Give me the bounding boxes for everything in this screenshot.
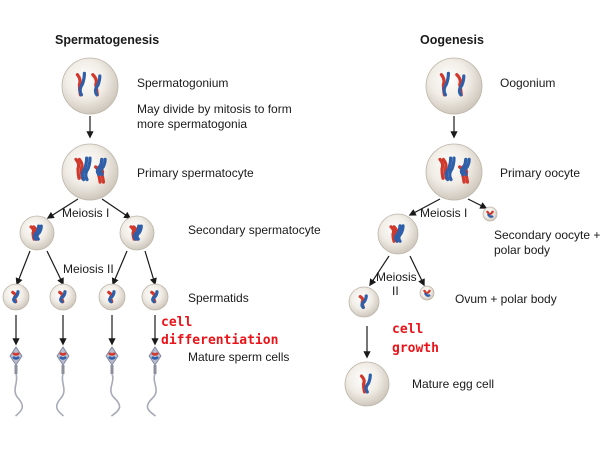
primary-oocyte-label: Primary oocyte	[500, 166, 581, 180]
ovum-cell	[348, 286, 380, 318]
spermatogenesis-title: Spermatogenesis	[55, 33, 160, 47]
arrow-oo-meiosis2-right	[409, 255, 425, 287]
arrow-meiosis1-right	[101, 198, 132, 219]
mature-sperm-1	[9, 346, 24, 417]
spermatid-1	[2, 283, 30, 311]
mitosis-note-line2: more spermatogonia	[137, 117, 248, 131]
secondary-oocyte-line2: polar body	[494, 243, 551, 257]
arrow-oo-meiosis1-right	[467, 198, 488, 209]
primary-oocyte-cell	[425, 143, 483, 201]
mitosis-note-line1: May divide by mitosis to form	[137, 102, 292, 116]
sperm-group	[9, 346, 162, 417]
oogonium-cell	[425, 57, 483, 115]
mature-egg-label: Mature egg cell	[412, 377, 495, 391]
mature-sperm-4	[146, 346, 162, 417]
mature-sperm-3	[105, 346, 121, 417]
first-polar-body	[482, 206, 498, 222]
mature-sperm-label: Mature sperm cells	[188, 350, 290, 364]
mature-egg-cell	[344, 361, 390, 407]
cell-growth-line2: growth	[392, 341, 439, 356]
secondary-oocyte-cell	[377, 213, 419, 255]
arrow-meiosis2-1	[15, 250, 31, 286]
cell-differentiation-line2: differentiation	[161, 333, 279, 348]
sperm-meiosis2-label: Meiosis II	[63, 262, 114, 276]
primary-spermatocyte-label: Primary spermatocyte	[137, 166, 254, 180]
arrow-meiosis2-3	[111, 250, 128, 286]
primary-spermatocyte-cell	[61, 143, 119, 201]
oo-meiosis2-line2: II	[392, 284, 399, 298]
cell-growth-line1: cell	[392, 322, 424, 337]
oo-meiosis1-label: Meiosis I	[420, 206, 468, 220]
sperm-meiosis1-label: Meiosis I	[62, 206, 110, 220]
arrow-meiosis2-4	[144, 250, 157, 286]
cell-differentiation-line1: cell	[161, 315, 193, 330]
secondary-spermatocyte-right	[119, 215, 155, 251]
spermatids-label: Spermatids	[188, 291, 249, 305]
oogonium-label: Oogonium	[500, 76, 556, 90]
spermatid-2	[49, 283, 77, 311]
secondary-spermatocyte-left	[19, 215, 55, 251]
arrows-group	[12, 116, 488, 359]
spermatogonium-cell	[61, 57, 119, 115]
second-polar-body	[419, 285, 435, 301]
arrow-meiosis2-2	[46, 250, 64, 286]
cells-group	[2, 57, 498, 407]
spermatogonium-label: Spermatogonium	[137, 76, 229, 90]
oo-meiosis2-line1: Meiosis	[376, 270, 417, 284]
secondary-oocyte-line1: Secondary oocyte +	[494, 228, 601, 242]
ovum-label: Ovum + polar body	[455, 292, 557, 306]
secondary-spermatocyte-label: Secondary spermatocyte	[188, 223, 321, 237]
arrow-oo-meiosis1-left	[408, 198, 441, 216]
arrow-oo-meiosis2-left	[369, 255, 390, 287]
arrow-meiosis1-left	[46, 198, 79, 219]
spermatid-3	[98, 283, 126, 311]
mature-sperm-2	[55, 346, 70, 417]
spermatid-4	[141, 283, 169, 311]
oogenesis-title: Oogenesis	[420, 33, 484, 47]
